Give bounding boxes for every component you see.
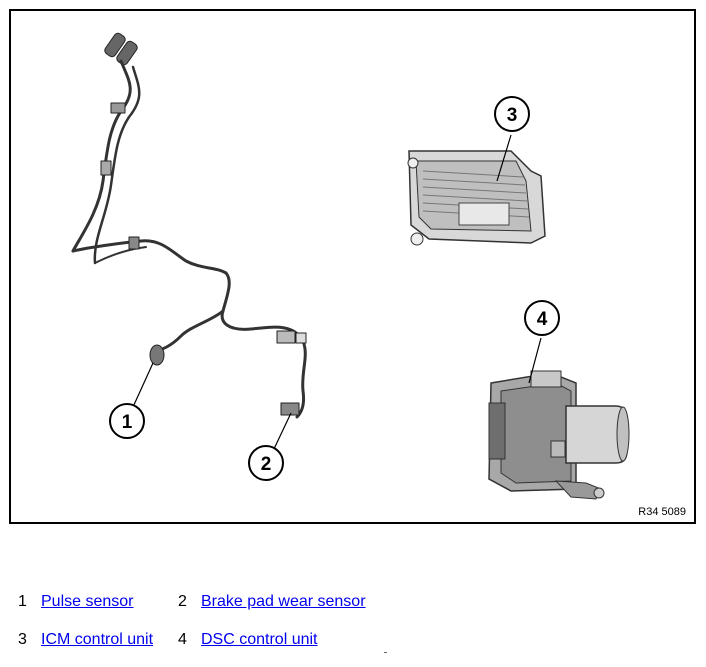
svg-text:3: 3 <box>507 105 518 126</box>
callout-3: 3 <box>494 96 530 132</box>
legend-row-2: 3 ICM control unit 4 DSC control unit <box>0 631 706 651</box>
component-diagram: 1 2 3 4 R34 5089 <box>9 9 696 524</box>
legend-number: 2 <box>178 593 187 610</box>
legend-number: 4 <box>178 631 187 648</box>
icm-control-unit-drawing <box>407 150 546 246</box>
callout-2: 2 <box>248 445 284 481</box>
legend-number: 1 <box>18 593 27 610</box>
link-pulse-sensor[interactable]: Pulse sensor <box>41 593 134 610</box>
legend-number: 3 <box>18 631 27 648</box>
svg-text:2: 2 <box>261 454 272 475</box>
svg-text:1: 1 <box>122 412 133 433</box>
stray-mark <box>384 652 387 653</box>
link-brake-pad-wear-sensor[interactable]: Brake pad wear sensor <box>201 593 366 610</box>
callout-1: 1 <box>109 403 145 439</box>
svg-text:4: 4 <box>537 309 548 330</box>
link-icm-control-unit[interactable]: ICM control unit <box>41 631 154 648</box>
callout-4: 4 <box>524 300 560 336</box>
link-dsc-control-unit[interactable]: DSC control unit <box>201 631 318 648</box>
legend-row-1: 1 Pulse sensor 2 Brake pad wear sensor <box>0 593 706 613</box>
diagram-illustration: 1 2 3 4 <box>71 32 630 500</box>
figure-reference-code: R34 5089 <box>638 506 686 518</box>
dsc-control-unit-drawing <box>488 370 630 500</box>
callout-leaders <box>132 134 542 452</box>
sensor-wiring-harness <box>71 32 307 419</box>
